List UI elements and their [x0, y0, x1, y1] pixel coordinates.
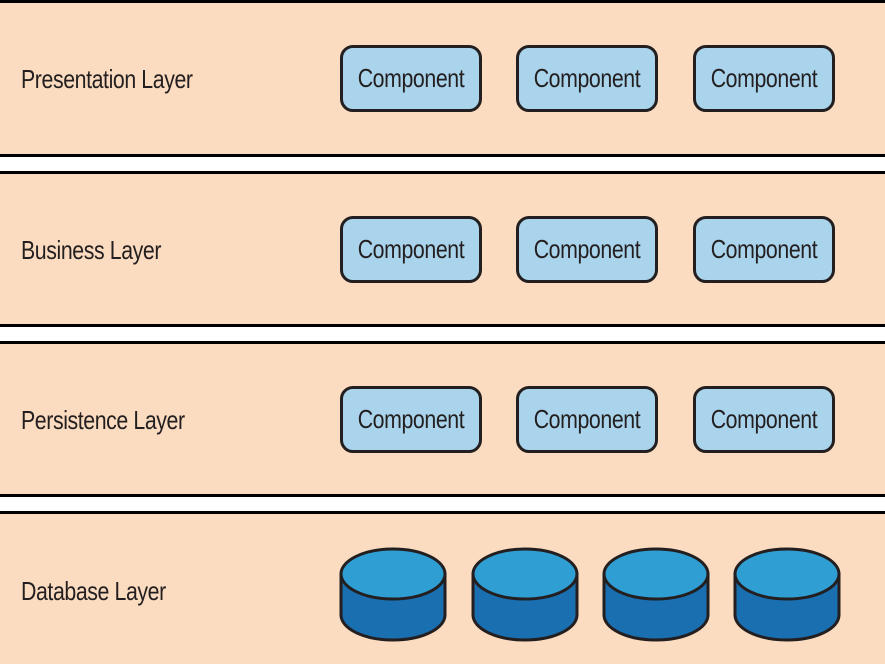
layer-label: Database Layer	[21, 576, 166, 606]
component-box: Component	[693, 216, 835, 283]
component-label: Component	[710, 63, 818, 93]
component-box: Component	[340, 386, 482, 453]
layer-label: Business Layer	[21, 235, 162, 265]
component-box: Component	[516, 45, 658, 112]
component-label: Component	[533, 63, 641, 93]
component-label: Component	[710, 404, 818, 434]
database-icon	[471, 547, 579, 642]
database-icon	[602, 547, 710, 642]
business-layer: Business Layer Component Component Compo…	[0, 171, 885, 327]
component-box: Component	[340, 216, 482, 283]
component-label: Component	[533, 234, 641, 264]
component-box: Component	[516, 386, 658, 453]
persistence-layer: Persistence Layer Component Component Co…	[0, 341, 885, 497]
component-label: Component	[533, 404, 641, 434]
component-label: Component	[710, 234, 818, 264]
component-label: Component	[357, 63, 465, 93]
component-box: Component	[693, 386, 835, 453]
layer-label: Presentation Layer	[21, 64, 193, 94]
component-label: Component	[357, 404, 465, 434]
database-layer: Database Layer	[0, 511, 885, 664]
component-box: Component	[340, 45, 482, 112]
component-label: Component	[357, 234, 465, 264]
layer-label: Persistence Layer	[21, 405, 185, 435]
database-icon	[733, 547, 841, 642]
component-box: Component	[693, 45, 835, 112]
database-icon	[339, 547, 447, 642]
presentation-layer: Presentation Layer Component Component C…	[0, 0, 885, 157]
component-box: Component	[516, 216, 658, 283]
